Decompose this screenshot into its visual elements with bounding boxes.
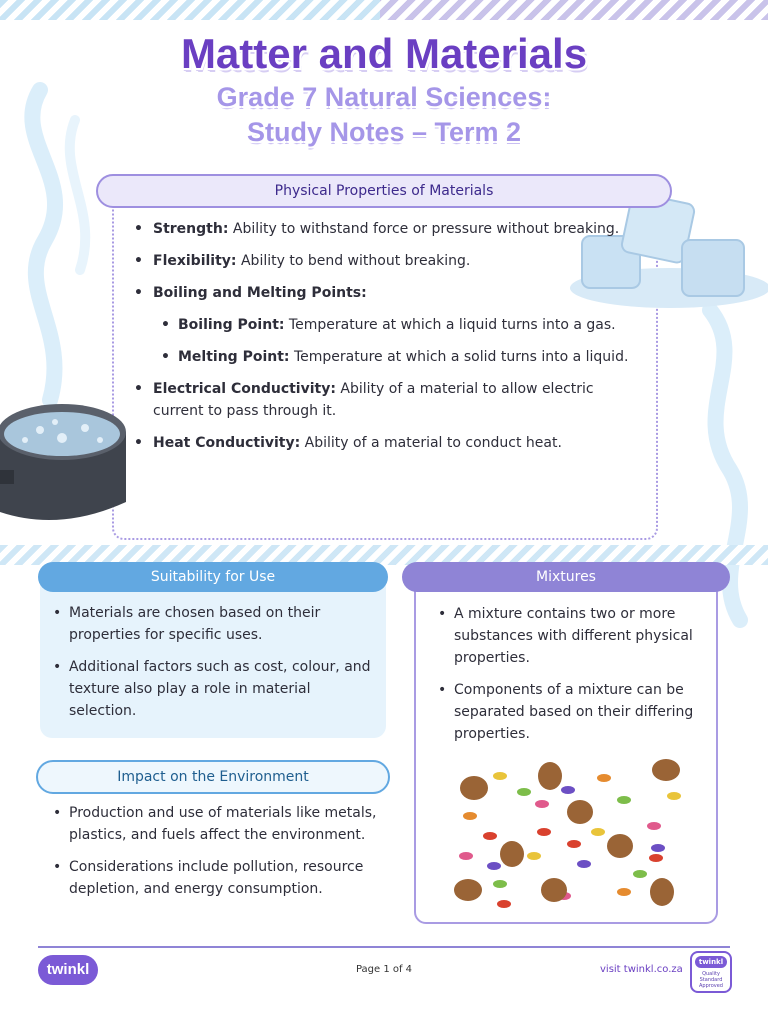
water-splash-illustration	[702, 302, 748, 628]
page-subtitle-line1: Grade 7 Natural Sciences:	[216, 82, 552, 112]
mixtures-heading: Mixtures	[402, 562, 730, 592]
melting-text: Temperature at which a solid turns into …	[289, 349, 629, 365]
mixtures-list: A mixture contains two or more substance…	[438, 603, 708, 755]
list-item: A mixture contains two or more substance…	[438, 603, 708, 669]
melting-term: Melting Point:	[178, 349, 290, 365]
list-item: Components of a mixture can be separated…	[438, 679, 708, 745]
list-item: Production and use of materials like met…	[53, 802, 383, 846]
list-item: Additional factors such as cost, colour,…	[53, 656, 373, 722]
suitability-list: Materials are chosen based on their prop…	[53, 602, 373, 732]
strength-term: Strength:	[153, 221, 229, 237]
boiling-pot-illustration	[0, 404, 126, 520]
top-stripe-decoration	[0, 0, 768, 20]
badge-logo-text: twinkl	[695, 956, 727, 968]
list-item-flexibility: Flexibility: Ability to bend without bre…	[134, 250, 634, 272]
footer-divider	[38, 946, 730, 948]
list-item-electrical-conductivity: Electrical Conductivity: Ability of a ma…	[134, 378, 634, 422]
environment-heading: Impact on the Environment	[36, 760, 390, 794]
list-item-boiling-melting: Boiling and Melting Points: Boiling Poin…	[134, 282, 634, 368]
page-title: Matter and Materials	[180, 30, 588, 77]
physical-properties-list: Strength: Ability to withstand force or …	[134, 218, 634, 464]
twinkl-logo: twinkl	[38, 955, 98, 985]
list-item-heat-conductivity: Heat Conductivity: Ability of a material…	[134, 432, 634, 454]
boiling-text: Temperature at which a liquid turns into…	[284, 317, 616, 333]
badge-caption: Quality Standard Approved	[699, 971, 723, 989]
boiling-melting-sublist: Boiling Point: Temperature at which a li…	[161, 314, 634, 368]
strength-text: Ability to withstand force or pressure w…	[228, 221, 620, 237]
boiling-melting-term: Boiling and Melting Points:	[153, 285, 367, 301]
list-item-strength: Strength: Ability to withstand force or …	[134, 218, 634, 240]
flexibility-text: Ability to bend without breaking.	[236, 253, 471, 269]
page-number: Page 1 of 4	[355, 964, 413, 975]
quality-badge-icon: twinkl Quality Standard Approved	[690, 951, 732, 993]
list-item: Considerations include pollution, resour…	[53, 856, 383, 900]
flexibility-term: Flexibility:	[153, 253, 237, 269]
electrical-term: Electrical Conductivity:	[153, 381, 336, 397]
list-item-melting-point: Melting Point: Temperature at which a so…	[161, 346, 634, 368]
electrical-text: Ability of a material to allow electric …	[153, 381, 594, 419]
list-item: Materials are chosen based on their prop…	[53, 602, 373, 646]
physical-properties-heading: Physical Properties of Materials	[96, 174, 672, 208]
suitability-heading: Suitability for Use	[38, 562, 388, 592]
heat-term: Heat Conductivity:	[153, 435, 301, 451]
page-subtitle-line2: Study Notes – Term 2	[246, 117, 522, 147]
steam-illustration	[24, 82, 91, 408]
heat-text: Ability of a material to conduct heat.	[300, 435, 562, 451]
boiling-term: Boiling Point:	[178, 317, 285, 333]
list-item-boiling-point: Boiling Point: Temperature at which a li…	[161, 314, 634, 336]
acorns-and-beads-illustration	[454, 759, 681, 908]
website-link[interactable]: visit twinkl.co.za	[600, 964, 683, 975]
mid-stripe-decoration	[0, 545, 768, 565]
environment-list: Production and use of materials like met…	[53, 802, 383, 910]
